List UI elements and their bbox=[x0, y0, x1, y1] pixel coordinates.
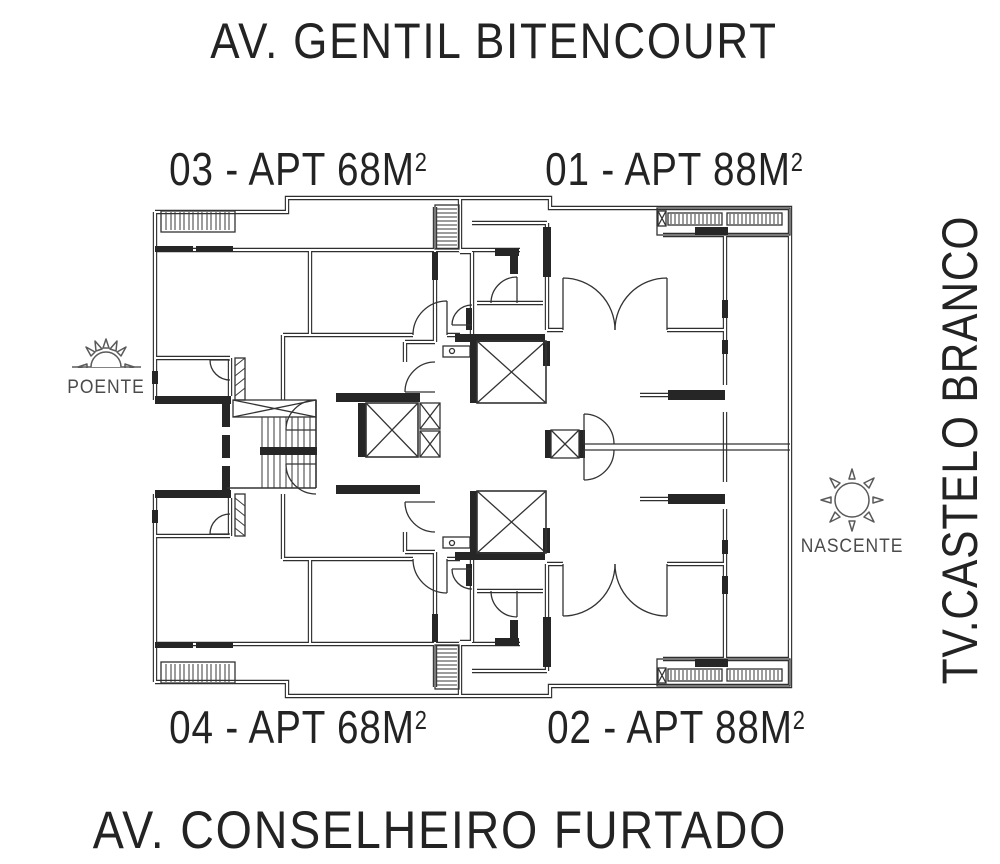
apartment-label-04-text: 04 - APT 68M bbox=[169, 701, 415, 753]
apartment-plan-half bbox=[152, 195, 793, 447]
rising-sun-icon bbox=[820, 468, 884, 532]
street-label-right: TV.CASTELO BRANCO bbox=[932, 215, 988, 685]
hall-entry-doors bbox=[583, 413, 615, 481]
compass-label-west: POENTE bbox=[67, 377, 145, 398]
setting-sun-icon bbox=[70, 338, 145, 394]
apartment-label-01-text: 01 - APT 88M bbox=[545, 143, 791, 195]
staircase bbox=[227, 399, 317, 489]
apartment-label-04-sup: 2 bbox=[414, 705, 427, 735]
apartment-label-04: 04 - APT 68M2 bbox=[169, 700, 427, 754]
apartment-label-02-sup: 2 bbox=[792, 705, 805, 735]
apartment-label-03-text: 03 - APT 68M bbox=[169, 143, 415, 195]
street-label-bottom: AV. CONSELHEIRO FURTADO bbox=[92, 801, 788, 860]
apartment-label-02: 02 - APT 88M2 bbox=[547, 700, 805, 754]
sink-fixture bbox=[442, 345, 471, 358]
wall-connector bbox=[234, 357, 246, 401]
elevator-shaft-top bbox=[455, 334, 550, 404]
apartment-label-02-text: 02 - APT 88M bbox=[547, 701, 793, 753]
party-wall bbox=[584, 443, 790, 451]
apartment-plan-half-mirrored bbox=[152, 447, 790, 696]
street-label-top: AV. GENTIL BITENCOURT bbox=[210, 13, 778, 69]
apartment-label-03: 03 - APT 68M2 bbox=[169, 142, 427, 196]
balcony-window-left bbox=[160, 210, 236, 233]
door-swings bbox=[209, 276, 668, 431]
service-shaft-right bbox=[545, 429, 585, 459]
building-core bbox=[155, 334, 790, 560]
vent-shaft bbox=[434, 204, 460, 250]
elevator-shaft-bottom bbox=[455, 490, 550, 560]
apartment-label-03-sup: 2 bbox=[414, 147, 427, 177]
apartment-label-01: 01 - APT 88M2 bbox=[545, 142, 803, 196]
elevator-shaft-left bbox=[336, 393, 441, 494]
compass-label-east: NASCENTE bbox=[800, 536, 904, 557]
apartment-label-01-sup: 2 bbox=[790, 147, 803, 177]
structural-walls bbox=[152, 227, 728, 400]
